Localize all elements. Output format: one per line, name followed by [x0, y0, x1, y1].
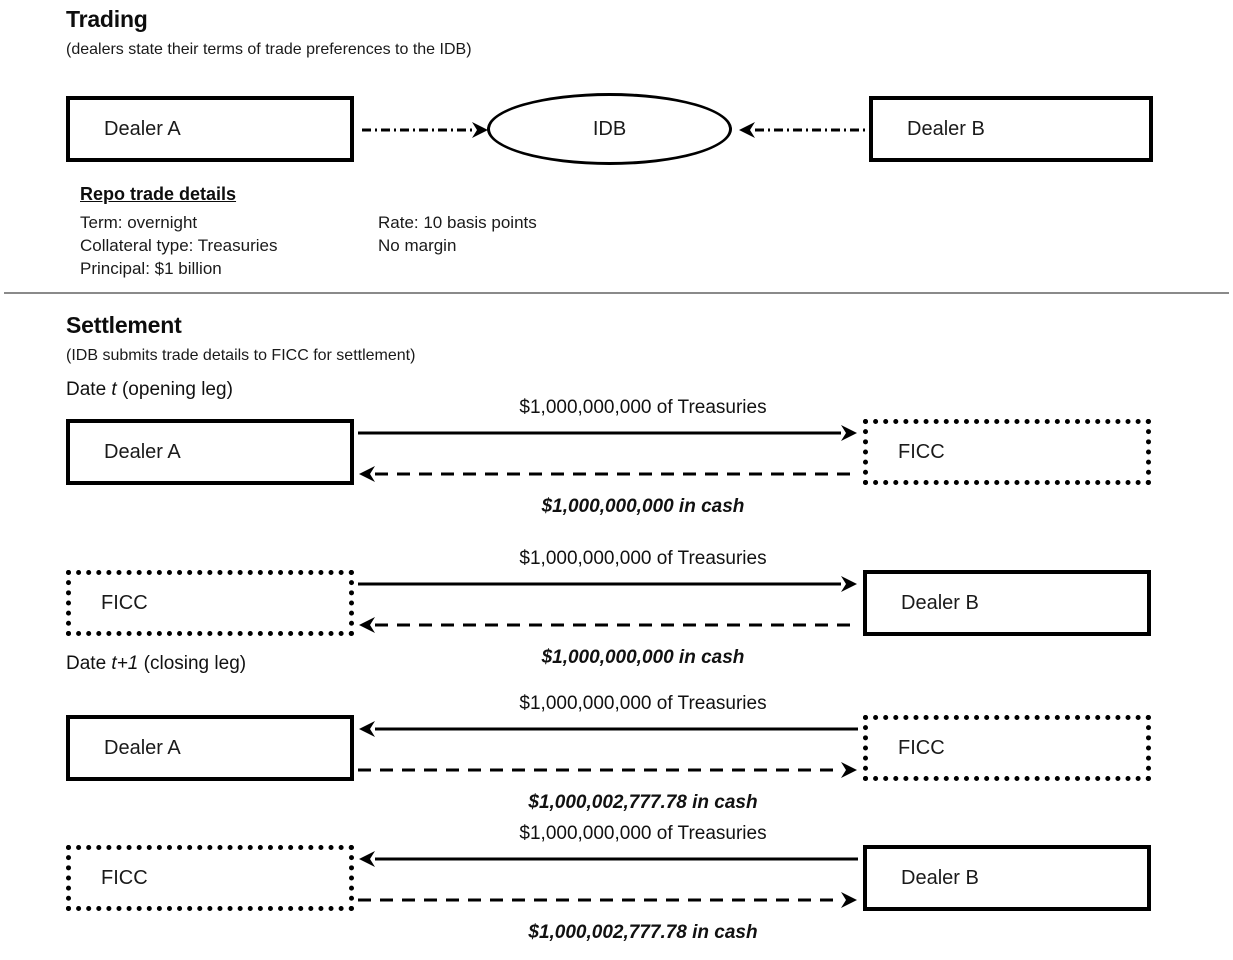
detail-margin: No margin: [378, 236, 457, 255]
row4-right-node[interactable]: Dealer B: [863, 845, 1151, 911]
row1-right-node[interactable]: FICC: [863, 419, 1151, 485]
detail-term: Term: overnight: [80, 213, 198, 232]
row2-right-node[interactable]: Dealer B: [863, 570, 1151, 636]
opening-leg-date-variable: t: [111, 379, 117, 400]
trading-dealer-b-box[interactable]: Dealer B: [869, 96, 1153, 162]
arrow-dealer-a-to-idb: [362, 118, 492, 142]
opening-leg-suffix: (opening leg): [116, 379, 233, 400]
row3-right-node[interactable]: FICC: [863, 715, 1151, 781]
row1-arrows: [358, 422, 858, 484]
row3-top-arrow-label: $1,000,000,000 of Treasuries: [519, 693, 767, 714]
repo-trade-details-right-column: Rate: 10 basis points No margin: [378, 211, 537, 257]
row3-bottom-arrow-label: $1,000,002,777.78 in cash: [528, 792, 758, 813]
row3-arrows: [358, 718, 858, 780]
trading-dealer-a-label: Dealer A: [104, 117, 181, 140]
settlement-section-title: Settlement: [66, 312, 182, 338]
trading-section-subtitle: (dealers state their terms of trade pref…: [66, 41, 472, 58]
row1-left-node-label: Dealer A: [104, 440, 181, 463]
row2-top-arrow-label: $1,000,000,000 of Treasuries: [519, 548, 767, 569]
closing-leg-prefix: Date: [66, 653, 112, 674]
row3-left-node[interactable]: Dealer A: [66, 715, 354, 781]
trading-idb-ellipse[interactable]: IDB: [487, 93, 732, 165]
detail-rate: Rate: 10 basis points: [378, 213, 537, 232]
closing-leg-label: Date t+1 (closing leg): [66, 653, 246, 675]
row1-right-node-label: FICC: [898, 440, 945, 463]
row4-left-node[interactable]: FICC: [66, 845, 354, 911]
row1-left-node[interactable]: Dealer A: [66, 419, 354, 485]
opening-leg-label: Date t (opening leg): [66, 379, 233, 401]
row2-left-node[interactable]: FICC: [66, 570, 354, 636]
row2-bottom-arrow-label: $1,000,000,000 in cash: [541, 647, 745, 668]
trading-dealer-a-box[interactable]: Dealer A: [66, 96, 354, 162]
repo-trade-details-left-column: Term: overnight Collateral type: Treasur…: [80, 211, 277, 280]
detail-collateral-type: Collateral type: Treasuries: [80, 236, 278, 255]
row1-top-arrow-label: $1,000,000,000 of Treasuries: [519, 397, 767, 418]
row4-top-arrow-label: $1,000,000,000 of Treasuries: [519, 823, 767, 844]
trading-idb-label: IDB: [592, 117, 627, 140]
trading-section-title: Trading: [66, 6, 148, 32]
arrow-dealer-b-to-idb: [735, 118, 865, 142]
detail-principal: Principal: $1 billion: [80, 259, 222, 278]
settlement-section-subtitle: (IDB submits trade details to FICC for s…: [66, 347, 416, 364]
closing-leg-date-variable: t+1: [111, 653, 139, 674]
row4-right-node-label: Dealer B: [901, 866, 979, 889]
row2-right-node-label: Dealer B: [901, 591, 979, 614]
repo-trade-details-heading: Repo trade details: [80, 184, 237, 204]
section-divider: [4, 292, 1229, 294]
trading-dealer-b-label: Dealer B: [907, 117, 985, 140]
row4-bottom-arrow-label: $1,000,002,777.78 in cash: [528, 922, 758, 943]
row2-left-node-label: FICC: [101, 591, 148, 614]
row4-arrows: [358, 848, 858, 910]
opening-leg-prefix: Date: [66, 379, 112, 400]
row2-arrows: [358, 573, 858, 635]
row3-right-node-label: FICC: [898, 736, 945, 759]
row3-left-node-label: Dealer A: [104, 736, 181, 759]
row1-bottom-arrow-label: $1,000,000,000 in cash: [541, 496, 745, 517]
closing-leg-suffix: (closing leg): [138, 653, 247, 674]
row4-left-node-label: FICC: [101, 866, 148, 889]
